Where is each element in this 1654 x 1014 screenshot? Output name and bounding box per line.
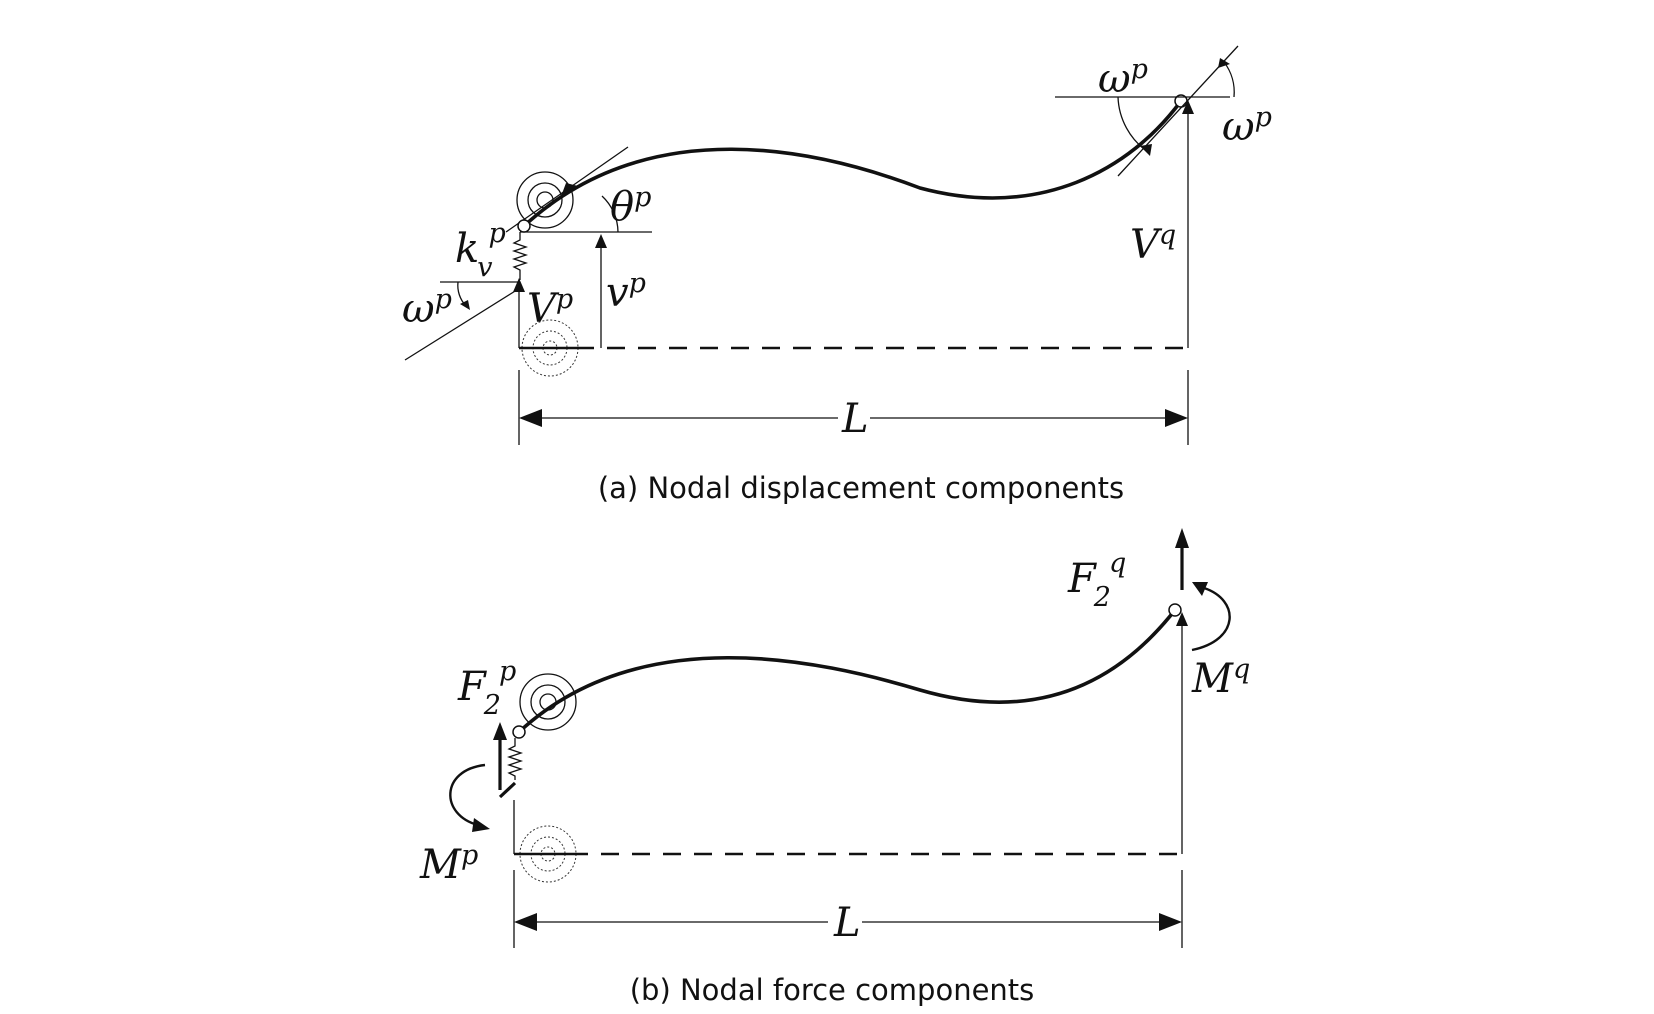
dim-arrow-right-b-icon — [1159, 913, 1182, 931]
right-vertical-arrowhead-b-icon — [1176, 612, 1188, 626]
node-left-b — [512, 725, 526, 739]
F2q-arrowhead-b-icon — [1175, 528, 1189, 548]
label-omega-right-a2: ωp — [1222, 102, 1272, 150]
label-Vp-a: Vp — [527, 284, 573, 332]
tangent-right-a — [1117, 45, 1239, 177]
Vq-arrowhead-a-icon — [1182, 100, 1194, 114]
deformed-beam-b — [517, 608, 1177, 734]
Vp-arrowhead-a-icon — [513, 278, 525, 292]
vp-arrowhead-a-icon — [595, 234, 607, 248]
node-left-a — [517, 219, 531, 233]
dim-arrow-right-a-icon — [1165, 409, 1188, 427]
label-F2q-b: F2q — [1067, 548, 1126, 613]
panel-a-displacement: ωp kvp Vp vp θp ωp ωp Vq L (a) Nodal dis… — [402, 45, 1272, 505]
panel-b-force: F2p Mp F2q Mq L (b) Nodal force componen… — [419, 528, 1250, 1007]
label-Mp-b: Mp — [419, 840, 478, 888]
label-kvp-a: kvp — [455, 218, 506, 283]
label-Vq-a: Vq — [1130, 220, 1176, 268]
dim-arrow-left-a-icon — [519, 409, 542, 427]
axial-spring-a-icon — [511, 232, 529, 280]
label-F2p-b: F2p — [457, 656, 516, 721]
spring-base-tick-b — [498, 781, 517, 799]
label-L-b: L — [833, 900, 861, 946]
node-right-b — [1168, 603, 1182, 617]
omega-arrowhead-right-outer-a-icon — [1218, 58, 1230, 68]
omega-arrowhead-right-inner-a-icon — [1140, 144, 1152, 156]
Mp-arrowhead-b-icon — [472, 818, 490, 832]
dim-arrow-left-b-icon — [514, 913, 537, 931]
label-vp-a: vp — [606, 268, 646, 316]
omega-tangent-left-a — [404, 287, 521, 361]
axial-spring-b-icon — [506, 738, 524, 780]
label-omega-left-a: ωp — [402, 284, 452, 332]
caption-b: (b) Nodal force components — [630, 973, 1035, 1007]
Mq-arc-b — [1191, 586, 1231, 652]
F2p-arrowhead-b-icon — [493, 722, 507, 740]
Mp-arc-b — [449, 763, 486, 827]
omega-arc-right-outer-a — [1223, 61, 1235, 98]
label-L-a: L — [841, 396, 869, 442]
Mq-arrowhead-b-icon — [1192, 582, 1208, 596]
label-Mq-b: Mq — [1191, 654, 1250, 702]
label-omega-right-a1: ωp — [1098, 54, 1148, 102]
omega-arrowhead-left-a-icon — [460, 300, 470, 310]
label-theta-a: θp — [610, 182, 651, 230]
deformed-beam-a — [522, 99, 1183, 228]
theta-arc-a — [601, 195, 619, 233]
caption-a: (a) Nodal displacement components — [598, 471, 1124, 505]
beam-arrow-a-icon — [560, 183, 578, 199]
